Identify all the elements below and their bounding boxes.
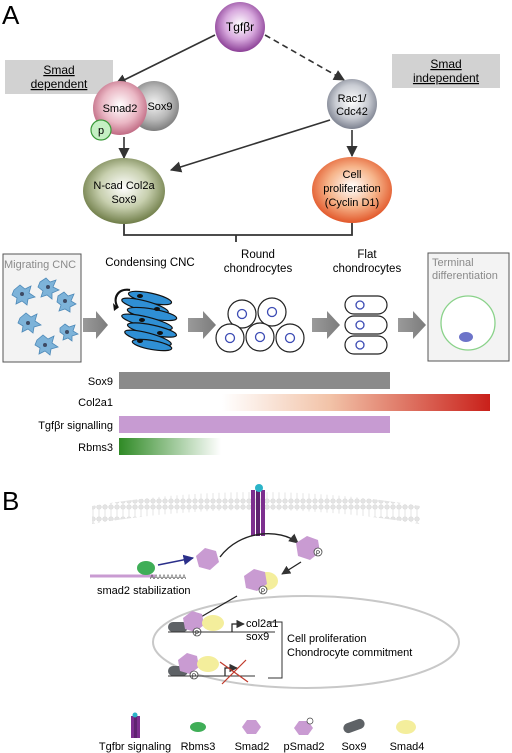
smad-dependent-box: Smad dependent — [5, 60, 113, 94]
phospho-badge: p — [90, 119, 112, 141]
inhibition-cross-b — [221, 659, 247, 685]
ncad-col2a-sox9-node: N-cad Col2a Sox9 — [83, 158, 165, 224]
ncad-label-line1: N-cad Col2a — [93, 180, 155, 192]
psmad2-hexagon-complex — [244, 569, 267, 591]
tgfbr-label: Tgfβr — [226, 20, 254, 34]
panel-b-label: B — [2, 486, 19, 516]
stage-terminal-line1: Terminal — [432, 257, 474, 269]
expression-bar-sox9: Sox9 — [88, 372, 390, 389]
arrow-tgfbr-smad2 — [114, 34, 216, 85]
tgfbr-node: Tgfβr — [215, 2, 265, 52]
legend-gray-capsule-icon — [343, 718, 365, 734]
phospho-label-3: P — [195, 631, 199, 637]
smad2-hexagon — [196, 548, 219, 570]
legend-phospho-hexagon-icon — [294, 717, 314, 735]
expression-label-rbms3: Rbms3 — [78, 442, 113, 454]
phospho-badge-label: p — [98, 125, 104, 137]
arrow-rac1-ncad — [169, 119, 331, 173]
phospho-label-1: P — [316, 551, 320, 557]
stage-arrow-2 — [188, 311, 216, 339]
stage-round-label-line2: chondrocytes — [224, 263, 293, 275]
rac1-cdc42-node: Rac1/ Cdc42 — [327, 79, 377, 129]
panel-a-label: A — [2, 0, 20, 30]
ncad-label-line2: Sox9 — [111, 194, 136, 206]
expression-bar-col2a1: Col2a1 — [78, 394, 490, 411]
arrow-receptor-phosphorylation — [219, 532, 299, 558]
legend-purple-hexagon-icon — [242, 720, 261, 734]
legend-green-ellipse-icon — [190, 722, 206, 732]
outcome-bracket — [268, 621, 283, 679]
stage-flat-label-line1: Flat — [357, 249, 377, 261]
phospho-label-2: P — [261, 589, 265, 595]
smad-dependent-line1: Smad — [43, 63, 74, 77]
sox9-node-label: Sox9 — [147, 101, 172, 113]
stage-arrow-4 — [398, 311, 426, 339]
stage-condensing-label: Condensing CNC — [105, 257, 195, 269]
inactive-transcription-complex: P — [168, 653, 255, 685]
smad2-stabilization-label: smad2 stabilization — [97, 585, 191, 597]
expression-label-sox9: Sox9 — [88, 376, 113, 388]
phospho-label-4: P — [192, 674, 196, 680]
rac1-label-line2: Cdc42 — [336, 106, 368, 118]
prolif-label-line3: (Cyclin D1) — [325, 197, 379, 209]
stage-arrow-3 — [312, 311, 340, 339]
migrating-cnc-box: Migrating CNC — [2, 253, 82, 363]
legend-yellow-ellipse-icon — [396, 720, 416, 734]
legend-receptor-icon — [131, 712, 140, 738]
active-transcription-complex: P — [168, 611, 275, 637]
expression-bar-tgfbr: Tgfβr signalling — [38, 416, 390, 433]
condensing-cells — [113, 288, 178, 352]
terminal-differentiation-box: Terminal differentiation — [427, 252, 510, 362]
smad-independent-line2: independent — [413, 71, 480, 85]
legend-label-psmad2: pSmad2 — [284, 741, 325, 753]
legend-label-rbms3: Rbms3 — [181, 741, 216, 753]
outcome-line2: Chondrocyte commitment — [287, 647, 412, 659]
stage-migrating-label: Migrating CNC — [4, 259, 76, 271]
legend-label-smad4: Smad4 — [390, 741, 425, 753]
arrow-psmad2-smad4 — [281, 561, 302, 575]
expression-label-col2a1: Col2a1 — [78, 397, 113, 409]
stage-arrow-1 — [83, 311, 108, 339]
expression-bar-rbms3: Rbms3 — [78, 438, 221, 455]
legend — [131, 712, 416, 738]
convergence-bracket — [123, 223, 353, 236]
col2a1-label: col2a1 — [246, 618, 278, 630]
legend-label-smad2: Smad2 — [235, 741, 270, 753]
arrow-tgfbr-rac1-dashed — [264, 34, 345, 81]
legend-label-sox9: Sox9 — [341, 741, 366, 753]
flat-chondrocytes — [344, 295, 388, 355]
round-chondrocytes — [215, 297, 305, 353]
sox9-gene-label: sox9 — [246, 631, 269, 643]
smad-dependent-line2: dependent — [31, 77, 88, 91]
outcome-line1: Cell proliferation — [287, 633, 366, 645]
smad-independent-box: Smad independent — [392, 54, 500, 88]
stage-flat-label-line2: chondrocytes — [333, 263, 402, 275]
legend-label-tgfbr: Tgfbr signaling — [99, 741, 171, 753]
stage-terminal-line2: differentiation — [432, 270, 498, 282]
prolif-label-line2: proliferation — [323, 183, 380, 195]
rac1-label-line1: Rac1/ — [338, 93, 368, 105]
expression-label-tgfbr: Tgfβr signalling — [38, 420, 113, 432]
rbms3-ellipse — [137, 561, 155, 575]
smad-independent-line1: Smad — [430, 57, 461, 71]
arrow-rbms3-smad2 — [157, 554, 195, 566]
stage-round-label-line1: Round — [241, 249, 275, 261]
psmad2-hexagon-top — [296, 536, 320, 560]
prolif-label-line1: Cell — [343, 169, 362, 181]
cell-proliferation-node: Cell proliferation (Cyclin D1) — [312, 157, 392, 223]
tgfbr-receptor-icon — [251, 484, 265, 536]
smad2-mrna: AAAAAAAAA — [90, 574, 186, 581]
smad2-node-label: Smad2 — [103, 103, 138, 115]
polya-tail: AAAAAAAAA — [150, 575, 186, 581]
